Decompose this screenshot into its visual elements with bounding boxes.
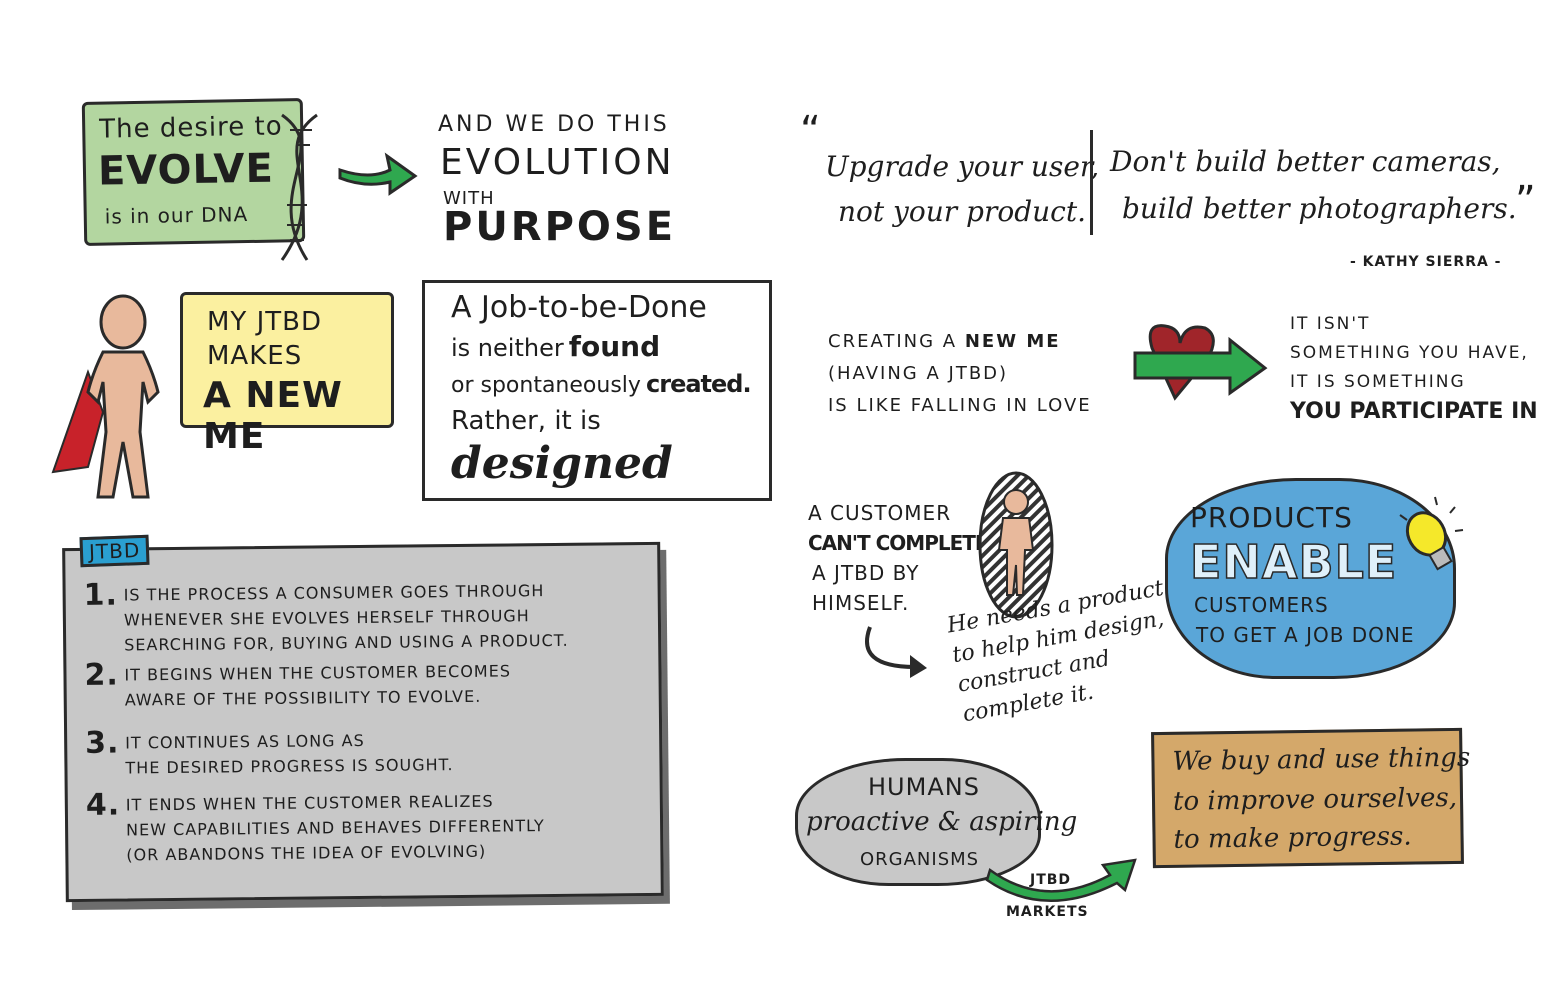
dna-line3: is in our DNA bbox=[104, 202, 249, 229]
love-line2: (HAVING A JTBD) bbox=[828, 363, 1009, 384]
markets-line1: JTBD bbox=[1030, 872, 1072, 888]
job-definition-box: A Job-to-be-Done is neither found or spo… bbox=[422, 280, 772, 501]
quote-divider bbox=[1090, 130, 1093, 235]
love-right1: IT ISN'T bbox=[1290, 314, 1371, 334]
jtbd-item-3: 3.IT CONTINUES AS LONG AS THE DESIRED PR… bbox=[85, 725, 454, 781]
humans-line3: ORGANISMS bbox=[860, 849, 980, 870]
customer-line1: A CUSTOMER bbox=[808, 501, 952, 525]
purpose-line3: WITH bbox=[443, 188, 495, 209]
job-line5: designed bbox=[451, 438, 673, 489]
humans-cloud: HUMANS proactive & aspiring ORGANISMS bbox=[795, 758, 1077, 886]
job-line3b: created. bbox=[646, 370, 752, 398]
speech-bubble: MY JTBD MAKES A NEW ME bbox=[180, 292, 394, 457]
item-number: 1. bbox=[83, 577, 119, 613]
progress-line2: to improve ourselves, bbox=[1172, 782, 1458, 817]
job-line2a: is neither bbox=[451, 334, 564, 362]
quote-part2-line2: build better photographers. bbox=[1122, 192, 1517, 225]
quote-part1-line1: Upgrade your user, bbox=[825, 150, 1100, 183]
job-line2: is neither found bbox=[451, 330, 661, 363]
dna-line2: EVOLVE bbox=[97, 145, 275, 195]
bubble-line1: MY JTBD bbox=[207, 307, 322, 337]
job-line4: Rather, it is bbox=[451, 406, 601, 436]
participate-text: IT ISN'T SOMETHING YOU HAVE, IT IS SOMET… bbox=[1290, 310, 1538, 426]
item-text: IT BEGINS WHEN THE CUSTOMER BECOMES AWAR… bbox=[124, 661, 512, 710]
green-arrow-icon bbox=[338, 152, 418, 196]
curved-arrow-icon bbox=[865, 626, 927, 678]
cloud-line4: TO GET A JOB DONE bbox=[1196, 623, 1415, 647]
love-line3: IS LIKE FALLING IN LOVE bbox=[828, 395, 1092, 416]
jtbd-item-4: 4.IT ENDS WHEN THE CUSTOMER REALIZES NEW… bbox=[86, 788, 545, 868]
bubble-line3: A NEW ME bbox=[203, 375, 343, 457]
cloud-line3: CUSTOMERS bbox=[1194, 593, 1329, 617]
products-cloud: PRODUCTS ENABLE CUSTOMERS TO GET A JOB D… bbox=[1165, 478, 1456, 679]
humans-line1: HUMANS bbox=[868, 773, 980, 801]
open-quote-icon: “ bbox=[800, 108, 821, 154]
progress-box: We buy and use things to improve ourselv… bbox=[1151, 727, 1470, 869]
item-number: 3. bbox=[85, 725, 120, 761]
purpose-line1: AND WE DO THIS bbox=[438, 112, 670, 137]
cocoon-figure-icon bbox=[978, 471, 1054, 619]
customer-line4: HIMSELF. bbox=[812, 591, 910, 615]
humans-line2: proactive & aspiring bbox=[806, 807, 1078, 837]
markets-arrow-icon bbox=[985, 858, 1137, 903]
dna-line1: The desire to bbox=[98, 111, 283, 145]
love-text: CREATING A NEW ME (HAVING A JTBD) IS LIK… bbox=[828, 326, 1092, 422]
jtbd-card: 1.IS THE PROCESS A CONSUMER GOES THROUGH… bbox=[62, 541, 664, 903]
item-number: 4. bbox=[85, 787, 121, 823]
item-text: IT ENDS WHEN THE CUSTOMER REALIZES NEW C… bbox=[125, 791, 545, 865]
job-line1: A Job-to-be-Done bbox=[451, 290, 707, 325]
progress-line1: We buy and use things bbox=[1172, 742, 1471, 777]
love-right4: YOU PARTICIPATE IN bbox=[1290, 399, 1538, 424]
item-number: 2. bbox=[84, 657, 119, 693]
dna-helix-icon bbox=[280, 113, 318, 261]
love-line1a: CREATING A bbox=[828, 331, 958, 352]
purpose-line4: PURPOSE bbox=[443, 204, 677, 250]
jtbd-item-2: 2.IT BEGINS WHEN THE CUSTOMER BECOMES AW… bbox=[84, 658, 511, 712]
quote-author: - KATHY SIERRA - bbox=[1350, 254, 1502, 270]
customer-line3: A JTBD BY bbox=[812, 561, 920, 585]
quote-part1-line2: not your product. bbox=[838, 195, 1086, 228]
love-right2: SOMETHING YOU HAVE, bbox=[1290, 343, 1529, 363]
progress-line3: to make progress. bbox=[1173, 821, 1412, 855]
purpose-line2: EVOLUTION bbox=[440, 142, 675, 183]
jtbd-item-1: 1.IS THE PROCESS A CONSUMER GOES THROUGH… bbox=[83, 577, 569, 658]
cloud-line1: PRODUCTS bbox=[1190, 501, 1353, 534]
quote-part2-line1: Don't build better cameras, bbox=[1110, 145, 1501, 178]
heart-arrow-icon bbox=[1133, 324, 1268, 401]
item-text: IT CONTINUES AS LONG AS THE DESIRED PROG… bbox=[125, 730, 454, 778]
lightbulb-icon bbox=[1399, 496, 1464, 571]
customer-text: A CUSTOMER CAN'T COMPLETE A JTBD BY HIMS… bbox=[808, 498, 989, 618]
jtbd-tag: JTBD bbox=[79, 534, 150, 568]
close-quote-icon: ” bbox=[1515, 178, 1536, 224]
job-line2b: found bbox=[568, 330, 661, 363]
love-right3: IT IS SOMETHING bbox=[1290, 372, 1466, 392]
bubble-line2: MAKES bbox=[207, 341, 303, 371]
customer-line2: CAN'T COMPLETE bbox=[808, 531, 989, 555]
job-line3a: or spontaneously bbox=[451, 373, 641, 398]
cloud-line2: ENABLE bbox=[1189, 534, 1398, 590]
job-line3: or spontaneously created. bbox=[451, 370, 752, 399]
markets-line2: MARKETS bbox=[1006, 904, 1089, 920]
superhero-figure-icon bbox=[51, 294, 160, 499]
love-line1b: NEW ME bbox=[964, 331, 1061, 352]
item-text: IS THE PROCESS A CONSUMER GOES THROUGH W… bbox=[123, 581, 569, 655]
